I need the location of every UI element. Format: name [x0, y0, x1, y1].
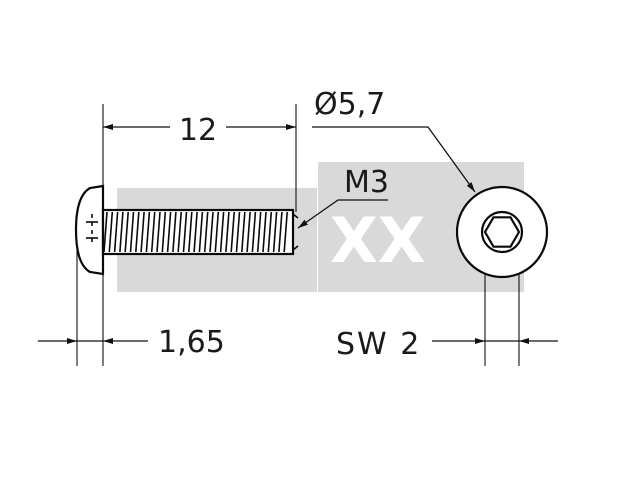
- screw-side-view: [74, 184, 299, 276]
- thread-line: [214, 211, 220, 253]
- thread-line: [140, 211, 145, 253]
- wrench-size-dimension: SW 2: [336, 327, 558, 362]
- thread-line: [135, 211, 140, 253]
- thread-line: [124, 211, 129, 253]
- head-diameter-label: Ø5,7: [314, 87, 385, 122]
- thread-line: [129, 211, 135, 253]
- head-diameter-dimension: Ø5,7: [312, 87, 476, 193]
- watermark-text: XX: [330, 204, 426, 277]
- thread-line: [209, 211, 214, 253]
- thread-line: [203, 211, 209, 253]
- thread-line: [198, 211, 204, 253]
- thread-line: [241, 211, 246, 253]
- thread-line: [156, 211, 161, 253]
- thread-line: [225, 211, 230, 253]
- thread-line: [278, 211, 283, 253]
- wrench-size-label: SW 2: [336, 327, 421, 362]
- thread-line: [108, 211, 114, 253]
- hex-socket-icon: [483, 216, 521, 248]
- thread-line: [251, 211, 257, 253]
- thread-line: [103, 211, 108, 253]
- thread-line: [262, 211, 267, 253]
- thread-line: [283, 211, 288, 253]
- thread-line: [177, 211, 182, 253]
- thread-line: [193, 211, 198, 253]
- thread-line: [256, 211, 262, 253]
- thread-line: [230, 211, 235, 253]
- thread-line: [113, 211, 119, 253]
- thread-line: [219, 211, 225, 253]
- thread-line: [267, 211, 273, 253]
- thread-line: [119, 211, 124, 253]
- thread-line: [235, 211, 241, 253]
- thread-line: [161, 211, 167, 253]
- length-dimension: 12: [103, 113, 296, 148]
- length-label: 12: [179, 113, 217, 148]
- thread-line: [150, 211, 156, 253]
- head-height-label: 1,65: [158, 325, 225, 360]
- screw-end-view: [455, 185, 549, 279]
- thread-line: [246, 211, 251, 253]
- thread-line: [145, 211, 151, 253]
- thread-line: [188, 211, 193, 253]
- thread-line: [272, 211, 278, 253]
- thread-line: [166, 211, 172, 253]
- thread-dimension: M3: [297, 165, 389, 229]
- thread-line: [182, 211, 188, 253]
- thread-lines: [103, 211, 288, 253]
- head-height-dimension: 1,65: [38, 325, 225, 360]
- thread-label: M3: [344, 165, 389, 200]
- thread-line: [172, 211, 177, 253]
